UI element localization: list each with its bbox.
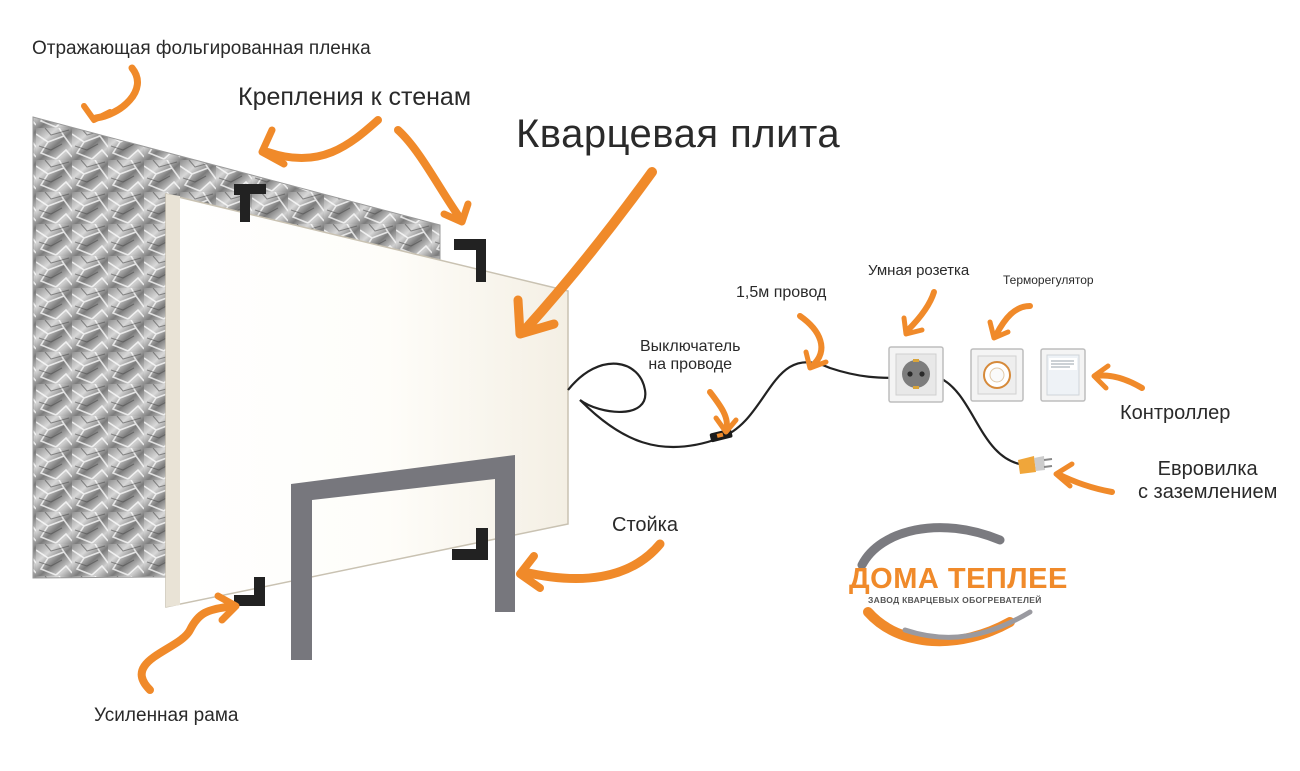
controller-icon <box>1040 348 1086 402</box>
smart-socket-icon <box>888 346 944 403</box>
logo-brand: ДОМА ТЕПЛЕЕ <box>849 563 1068 595</box>
arrow-quartz <box>513 167 657 339</box>
thermostat-icon <box>970 348 1024 402</box>
label-frame: Усиленная рама <box>94 705 239 726</box>
power-cable <box>567 361 1026 467</box>
quartz-panel <box>165 193 569 608</box>
arrow-mount-right <box>394 126 472 226</box>
arrow-smart-socket <box>901 289 937 337</box>
label-quartz-plate: Кварцевая плита <box>516 112 841 156</box>
label-thermostat: Терморегулятор <box>1003 273 1094 287</box>
label-smart-socket: Умная розетка <box>868 262 970 279</box>
arrow-wire <box>797 313 829 371</box>
label-euro-plug: Евровилка с заземлением <box>1138 458 1277 504</box>
label-foil: Отражающая фольгированная пленка <box>32 38 371 59</box>
logo-swoosh <box>857 523 1033 647</box>
arrow-switch <box>707 389 739 435</box>
label-controller: Контроллер <box>1120 402 1231 424</box>
wall-mount-brackets <box>234 184 488 606</box>
label-wall-mounts: Крепления к стенам <box>238 83 472 111</box>
euro-plug-icon <box>1018 456 1053 474</box>
stand <box>291 455 515 660</box>
label-switch-line1: Выключатель <box>640 338 741 355</box>
label-switch: Выключатель на проводе <box>640 338 740 375</box>
arrow-thermostat <box>987 303 1033 341</box>
arrow-mount-left <box>258 116 382 168</box>
arrow-stand <box>516 539 665 592</box>
label-switch-line2: на проводе <box>648 356 733 374</box>
pointer-arrows <box>81 64 1145 694</box>
label-plug-line1: Евровилка <box>1157 458 1258 480</box>
arrow-frame <box>137 592 240 694</box>
arrow-plug <box>1053 461 1115 495</box>
label-wire: 1,5м провод <box>736 284 827 301</box>
label-stand: Стойка <box>612 514 678 536</box>
logo-tagline: ЗАВОД КВАРЦЕВЫХ ОБОГРЕВАТЕЛЕЙ <box>868 595 1042 605</box>
label-plug-line2: с заземлением <box>1138 481 1278 503</box>
arrow-controller <box>1091 363 1145 391</box>
arrow-foil <box>81 64 141 123</box>
